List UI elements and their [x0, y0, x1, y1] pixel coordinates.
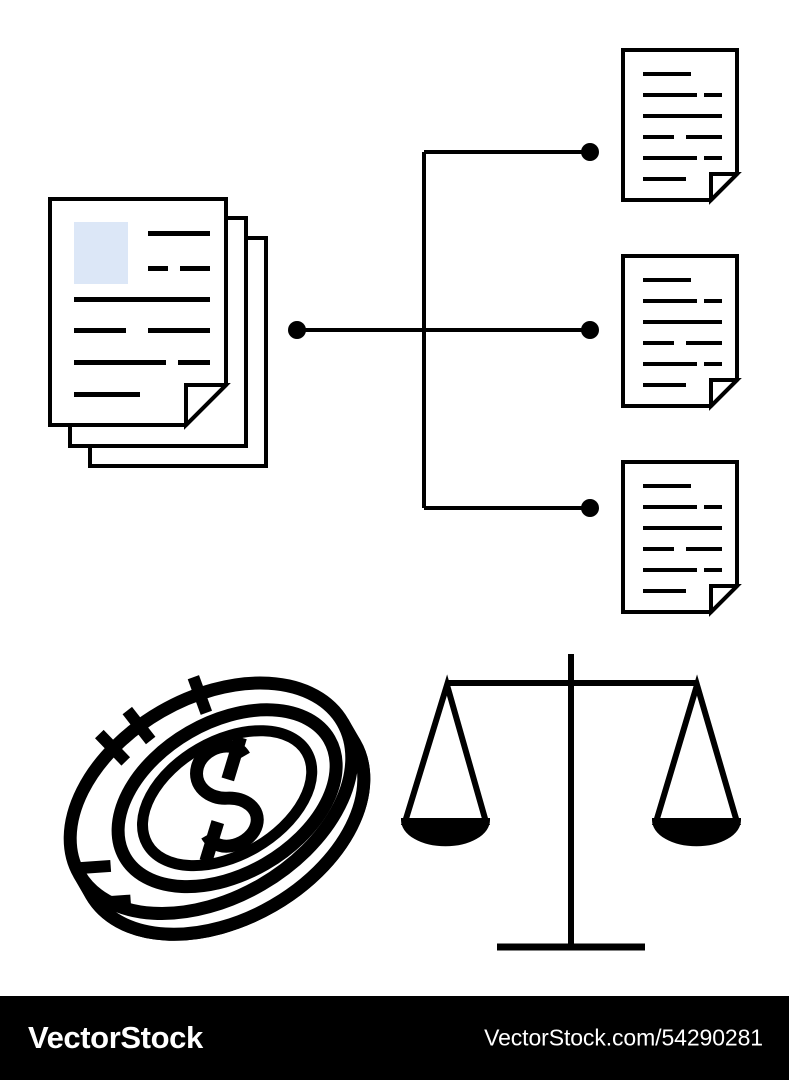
coin-dollar-symbol: [190, 735, 264, 864]
coin-ridge-2: [122, 706, 156, 745]
scales-pan-left-bowl: [400, 818, 491, 847]
document-body-line-3b: [178, 360, 210, 365]
output-document-bottom-fold: [709, 584, 742, 617]
scales-pan-left-cone: [400, 674, 490, 825]
output-document-top-line-3: [643, 114, 722, 118]
document-header-line-2a: [148, 266, 168, 271]
output-document-bottom-line-5b: [704, 568, 722, 572]
scales-of-justice: [400, 654, 742, 951]
document-body-line-4: [74, 392, 140, 397]
output-document-top-line-4a: [643, 135, 674, 139]
output-document-middle-line-5b: [704, 362, 722, 366]
output-document-middle-line-2b: [704, 299, 722, 303]
output-document-middle-line-3: [643, 320, 722, 324]
document-logo-block: [74, 222, 128, 284]
output-document-middle: [621, 254, 742, 411]
output-document-top-line-2a: [643, 93, 697, 97]
output-document-top-line-2b: [704, 93, 722, 97]
output-document-bottom-line-2a: [643, 505, 697, 509]
connector-tree: [297, 150, 590, 510]
output-document-middle-fold: [709, 378, 742, 411]
scales-pan-right-bowl: [651, 818, 742, 847]
output-document-bottom-line-1: [643, 484, 691, 488]
output-document-middle-line-6: [643, 383, 686, 387]
dollar-coin: [63, 675, 371, 941]
artboard: [48, 48, 742, 951]
connector-node-source: [288, 321, 306, 339]
output-document-middle-line-4a: [643, 341, 674, 345]
document-header-line-1: [148, 231, 210, 236]
illustration-svg: [48, 48, 742, 951]
connector-nodes: [288, 143, 599, 517]
connector-node-target-bottom: [581, 499, 599, 517]
coin-ridge-1: [95, 729, 131, 766]
document-body-line-1: [74, 297, 210, 302]
vectorstock-brand-label: VectorStock: [28, 1020, 203, 1055]
output-document-bottom-line-6: [643, 589, 686, 593]
document-stack-fold: [184, 383, 231, 430]
document-header-line-2b: [180, 266, 210, 271]
output-document-top-fold: [709, 172, 742, 205]
output-document-top-line-5b: [704, 156, 722, 160]
coin-ridge-4: [76, 859, 112, 875]
output-document-top-line-4b: [686, 135, 722, 139]
output-document-top-line-1: [643, 72, 691, 76]
coin-ridge-3: [187, 675, 213, 715]
output-document-top-line-5a: [643, 156, 697, 160]
document-stack: [48, 197, 268, 468]
output-document-middle-line-4b: [686, 341, 722, 345]
coin-edge-ridges: [76, 675, 213, 909]
output-document-bottom-line-2b: [704, 505, 722, 509]
scales-pan-right-cone: [651, 674, 742, 825]
document-body-line-2b: [148, 328, 210, 333]
connector-node-target-top: [581, 143, 599, 161]
document-body-line-3a: [74, 360, 166, 365]
output-document-middle-line-1: [643, 278, 691, 282]
output-document-middle-line-5a: [643, 362, 697, 366]
output-document-middle-line-2a: [643, 299, 697, 303]
output-document-bottom-line-4a: [643, 547, 674, 551]
output-document-top-line-6: [643, 177, 686, 181]
coin-ridge-5: [96, 894, 132, 909]
watermark-footer: VectorStock VectorStock.com/54290281: [0, 996, 789, 1080]
output-document-bottom-line-5a: [643, 568, 697, 572]
vectorstock-url-label: VectorStock.com/54290281: [484, 1024, 763, 1051]
document-body-line-2a: [74, 328, 126, 333]
output-document-bottom: [621, 460, 742, 617]
output-document-bottom-line-4b: [686, 547, 722, 551]
connector-node-target-middle: [581, 321, 599, 339]
output-document-top: [621, 48, 742, 205]
output-document-bottom-line-3: [643, 526, 722, 530]
